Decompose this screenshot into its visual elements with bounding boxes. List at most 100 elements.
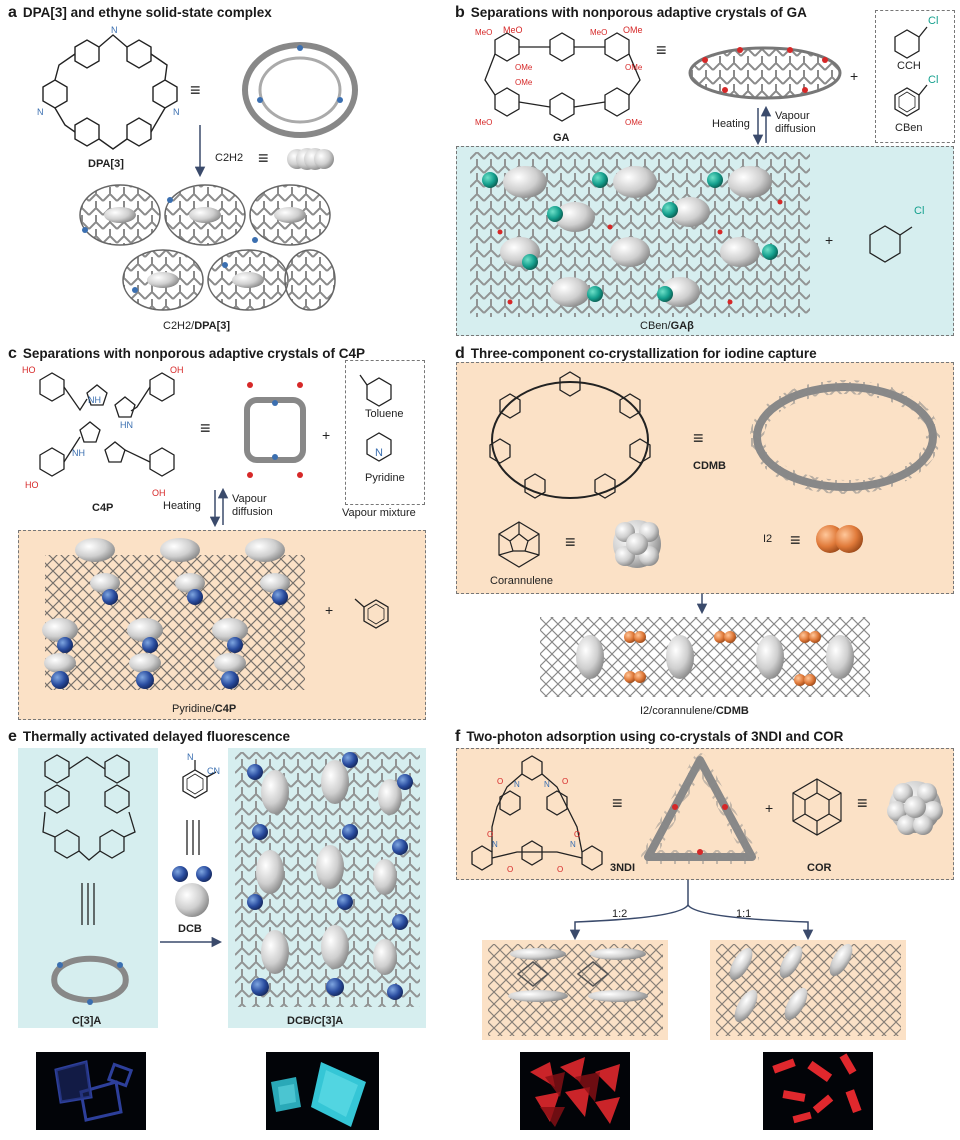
dcb-n-1: N <box>187 752 194 762</box>
svg-text:O: O <box>574 830 580 839</box>
corannulene-structure <box>498 521 540 568</box>
panel-b-title-text: Separations with nonporous adaptive crys… <box>470 5 807 20</box>
plus-f: + <box>765 800 774 816</box>
dcb-spacefill <box>172 866 212 917</box>
ga-substituent-ome: OMe <box>623 25 643 35</box>
svg-text:MeO: MeO <box>590 28 607 37</box>
cl-label-3: Cl <box>914 205 925 217</box>
c4p-nh-1: NH <box>88 395 101 405</box>
svg-text:N: N <box>492 840 498 849</box>
ga-product-bold: GAβ <box>670 320 694 332</box>
corannulene-label: Corannulene <box>490 575 553 587</box>
svg-text:OMe: OMe <box>625 63 643 72</box>
ga-product-label: CBen/GAβ <box>640 320 694 332</box>
equiv-symbol-d1: ≡ <box>693 428 704 448</box>
ga-substituent-meo: MeO <box>503 25 523 35</box>
coronene-spacefill <box>887 781 943 835</box>
cben-label: CBen <box>895 122 923 134</box>
c4p-oh-1: OH <box>170 365 184 375</box>
panel-c-title-text: Separations with nonporous adaptive crys… <box>22 346 365 361</box>
panel-d-title-text: Three-component co-crystallization for i… <box>470 346 817 361</box>
svg-text:N: N <box>570 840 576 849</box>
svg-text:OMe: OMe <box>515 78 533 87</box>
pyridine-label: Pyridine <box>365 472 405 484</box>
plus-b1: + <box>850 68 859 84</box>
cl-label-1: Cl <box>928 15 939 27</box>
plus-c2: + <box>325 602 334 618</box>
cl-label-2: Cl <box>928 74 939 86</box>
equiv-symbol-b: ≡ <box>656 40 667 60</box>
c4p-oh-2: OH <box>152 488 166 498</box>
svg-text:O: O <box>507 865 513 874</box>
corannulene-spacefill <box>613 520 661 568</box>
dcb-c3a-fluorescence-photo <box>266 1052 379 1130</box>
c4p-3d-model <box>244 382 306 478</box>
panel-c-title: c Separations with nonporous adaptive cry… <box>8 345 365 363</box>
panel-a-letter: a <box>8 4 17 21</box>
cch-released <box>869 225 913 263</box>
cdmb-structure <box>489 371 651 499</box>
svg-text:O: O <box>557 865 563 874</box>
dpa3-3d-model <box>242 42 358 138</box>
svg-text:N: N <box>111 25 118 35</box>
dcb-c3a-label: DCB/C[3]A <box>287 1015 344 1027</box>
ethyne-spacefill <box>287 148 334 170</box>
panel-c-letter: c <box>8 345 17 362</box>
svg-text:N: N <box>514 780 520 789</box>
c3a-fluorescence-photo <box>36 1052 146 1130</box>
svg-text:OMe: OMe <box>515 63 533 72</box>
equiv-symbol-a1: ≡ <box>190 80 201 100</box>
c4p-product-label: Pyridine/C4P <box>172 703 236 715</box>
dcb-c3a-packing <box>235 752 420 1007</box>
dcb-label: DCB <box>178 923 202 935</box>
equiv-symbol-f2: ≡ <box>857 793 868 813</box>
c3a-structure <box>42 754 136 861</box>
dpa3-structure: N N N <box>37 25 180 150</box>
ga-guest-structures <box>894 26 928 117</box>
ga-guest-box <box>875 10 955 143</box>
panel-f-title-text: Two-photon adsorption using co-crystals … <box>466 729 844 744</box>
c4p-ho-1: HO <box>22 365 36 375</box>
cdmb-3d-model <box>750 380 940 494</box>
equiv-symbol-d3: ≡ <box>790 530 801 550</box>
dpa3-product-bold: DPA[3] <box>194 320 231 332</box>
toluene-released <box>354 598 389 629</box>
ratio-1-2: 1:2 <box>612 908 628 920</box>
ga-crystal-packing <box>470 152 810 317</box>
svg-text:N: N <box>37 107 44 117</box>
equiv-symbol-f1: ≡ <box>612 793 623 813</box>
svg-text:N: N <box>173 107 180 117</box>
panel-e-title-text: Thermally activated delayed fluorescence <box>22 729 291 744</box>
c4p-ho-2: HO <box>25 480 39 490</box>
equiv-symbol-c: ≡ <box>200 418 211 438</box>
equiv-symbol-d2: ≡ <box>565 532 576 552</box>
equiv-symbol-a2: ≡ <box>258 148 269 168</box>
ga-product-prefix: CBen/ <box>640 320 671 332</box>
coronene-structure <box>792 778 842 836</box>
heating-label-c: Heating <box>163 500 201 512</box>
dcb-cn: CN <box>207 766 220 776</box>
ga-structure: MeO OMe MeO OMe OMe MeO OMe <box>475 28 643 127</box>
c3a-3d-model <box>51 955 129 1005</box>
cdmb-label: CDMB <box>693 460 726 472</box>
coronene-label: COR <box>807 862 832 874</box>
diffusion-label-b: diffusion <box>775 123 816 135</box>
iodine-spacefill <box>816 525 863 553</box>
svg-text:O: O <box>487 830 493 839</box>
svg-text:MeO: MeO <box>475 28 492 37</box>
dpa3-label: DPA[3] <box>88 158 124 170</box>
cocrystal-1-2-fluorescence-photo <box>520 1052 630 1130</box>
dpa3-crystal-packing <box>79 184 336 311</box>
dpa3-product-label: C2H2/DPA[3] <box>163 320 230 332</box>
